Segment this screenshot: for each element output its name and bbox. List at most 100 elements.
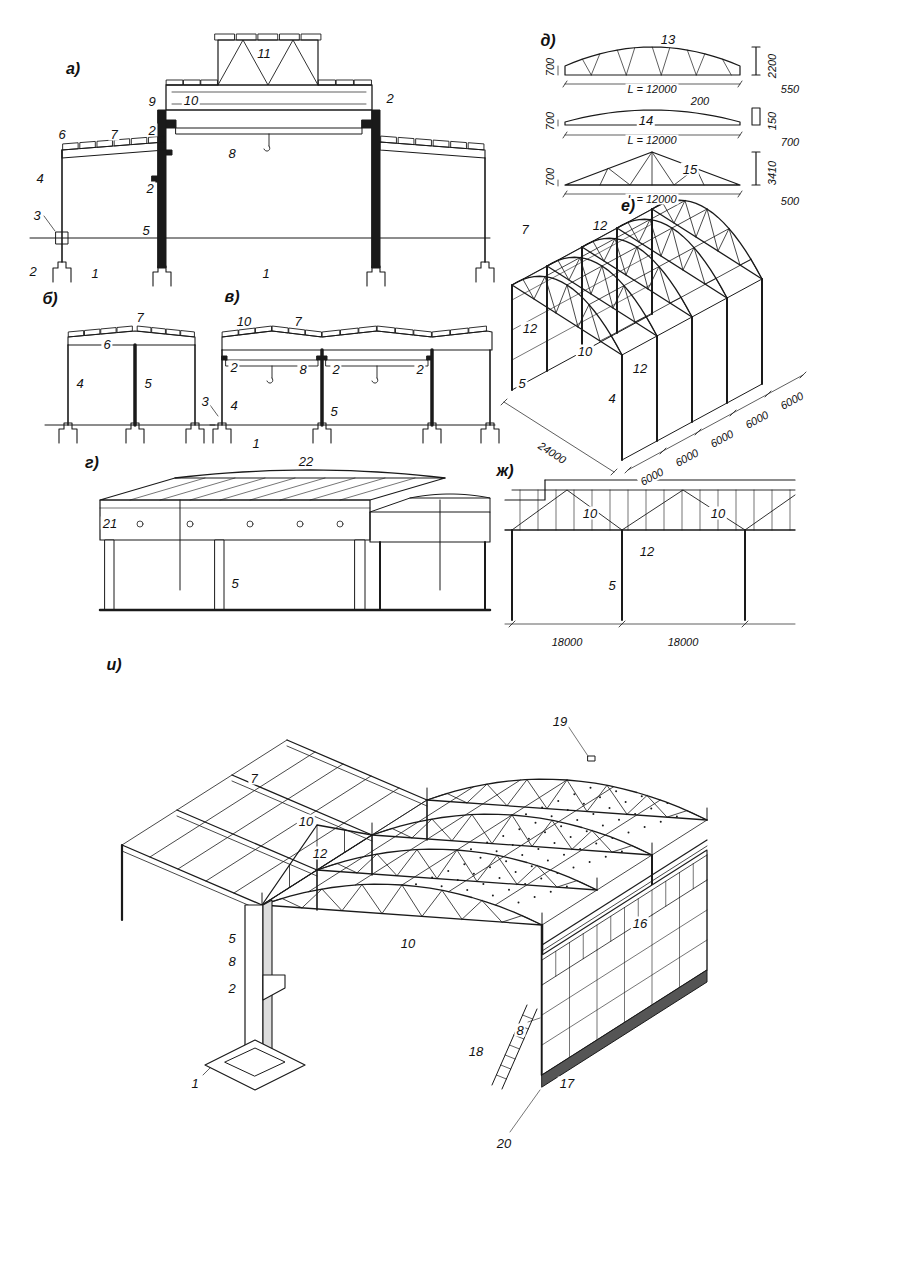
callout-number: 5 — [142, 377, 153, 390]
drawing-line — [800, 372, 806, 378]
callout-number: 9 — [146, 95, 157, 108]
drawing-line — [355, 540, 365, 610]
callout-number: 8 — [514, 1024, 525, 1037]
drawing-line — [716, 278, 727, 298]
drawing-line — [166, 120, 176, 128]
bolt-detail — [247, 521, 253, 527]
drawing-line — [302, 889, 322, 908]
drawing-line — [289, 328, 305, 335]
callout-number: 1 — [250, 437, 261, 450]
dimension-text: 700 — [779, 137, 801, 148]
callout-number: 10 — [709, 507, 727, 520]
gravel-dot — [496, 850, 498, 852]
gravel-dot — [618, 819, 620, 821]
drawing-line — [372, 378, 378, 383]
drawing-line — [59, 423, 77, 443]
drawing-line — [306, 330, 322, 337]
drawing-line — [558, 120, 559, 126]
drawing-line — [101, 328, 116, 334]
drawing-line — [557, 881, 577, 888]
drawing-line — [691, 317, 693, 422]
drawing-line — [175, 470, 445, 478]
drawing-line — [239, 328, 255, 335]
drawing-line — [477, 855, 497, 881]
drawing-line — [210, 405, 218, 416]
callout-number: 12 — [638, 545, 656, 558]
callout-number: 10 — [235, 315, 253, 328]
drawing-line — [563, 132, 567, 138]
drawing-line — [267, 378, 273, 383]
dimension-text: 6000 — [777, 389, 807, 412]
drawing-line — [181, 331, 194, 337]
drawing-line — [565, 47, 740, 75]
drawing-line — [417, 850, 437, 879]
gravel-dot — [544, 831, 546, 833]
drawing-line — [132, 137, 147, 144]
callout-number: 11 — [255, 47, 273, 60]
drawing-line — [53, 262, 71, 282]
drawing-line — [646, 316, 657, 336]
gravel-dot — [486, 842, 488, 844]
drawing-line — [507, 780, 527, 806]
drawing-line — [534, 277, 545, 299]
drawing-line — [355, 80, 372, 85]
drawing-line — [344, 830, 345, 853]
drawing-line — [650, 220, 661, 256]
drawing-line — [661, 48, 670, 75]
drawing-line — [510, 1090, 540, 1132]
drawing-line — [547, 257, 657, 336]
drawing-line — [322, 889, 342, 911]
drawing-line — [580, 258, 591, 294]
drawing-line — [660, 448, 666, 454]
drawing-line — [301, 34, 320, 40]
drawing-line — [587, 785, 607, 811]
drawing-line — [427, 800, 707, 820]
drawing-line — [215, 540, 224, 610]
panel-letter: в) — [223, 289, 242, 305]
dimension-text: L = 12000 — [625, 84, 678, 95]
gravel-dot — [431, 877, 433, 879]
drawing-line — [542, 960, 543, 985]
gravel-dot — [602, 824, 604, 826]
drawing-line — [512, 276, 622, 355]
drawing-line — [611, 469, 617, 475]
drawing-line — [372, 828, 392, 835]
callout-number: 14 — [637, 114, 655, 127]
callout-number: 2 — [144, 182, 155, 195]
drawing-line — [423, 423, 441, 443]
gravel-dot — [518, 828, 520, 830]
drawing-line — [492, 815, 512, 844]
drawing-line — [517, 866, 537, 885]
dimension-text: 700 — [545, 56, 556, 78]
gravel-dot — [641, 795, 643, 797]
drawing-line — [744, 530, 746, 620]
drawing-line — [611, 259, 751, 335]
drawing-line — [722, 59, 731, 75]
drawing-line — [416, 139, 431, 146]
drawing-line — [62, 142, 165, 158]
drawing-line — [213, 423, 231, 443]
callout-number: 7 — [108, 128, 119, 141]
drawing-line — [612, 846, 632, 853]
drawing — [30, 34, 806, 1132]
drawing-line — [469, 326, 486, 333]
gravel-dot — [541, 807, 543, 809]
drawing-line — [340, 478, 415, 500]
drawing-line — [597, 950, 598, 1040]
drawing-line — [320, 350, 324, 425]
gravel-dot — [611, 837, 613, 839]
drawing-line — [752, 152, 760, 185]
panel-letter: г) — [83, 455, 101, 471]
drawing-line — [497, 855, 517, 884]
drawing-line — [100, 500, 370, 540]
drawing-line — [707, 209, 718, 251]
drawing-line — [457, 850, 477, 881]
drawing-line — [545, 479, 795, 480]
callout-number: 2 — [414, 363, 425, 376]
drawing-line — [280, 34, 299, 40]
drawing-line — [451, 141, 466, 148]
drawing-line — [337, 80, 354, 85]
drawing-line — [372, 823, 373, 835]
drawing-line — [45, 425, 215, 426]
